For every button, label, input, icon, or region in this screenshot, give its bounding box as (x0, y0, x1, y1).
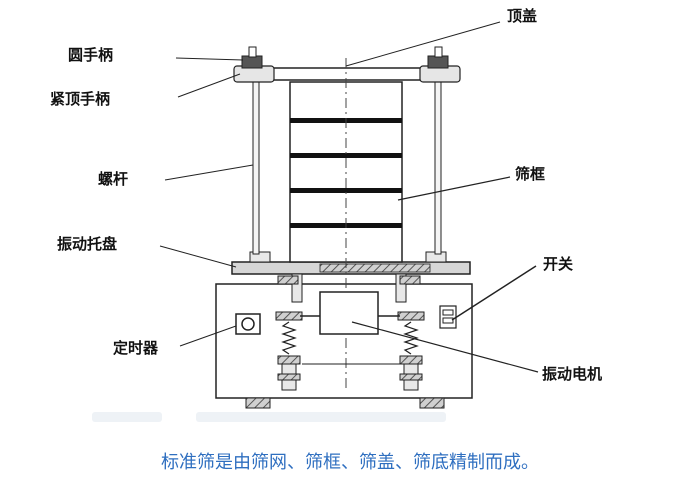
spring-right (403, 321, 419, 355)
spring-base-left (277, 355, 301, 365)
timer-dial-icon (241, 317, 255, 331)
spring-seat-left (275, 311, 303, 321)
vibration-motor (319, 291, 379, 335)
leader-round-handle (175, 57, 244, 61)
round-handle-knob-left (248, 46, 257, 58)
label-screw-rod: 螺杆 (98, 170, 128, 188)
leader-vibration-motor (351, 321, 539, 373)
leader-sieve-frame (397, 176, 511, 201)
screw-rod-left (252, 79, 260, 255)
mount-column-right (395, 273, 407, 303)
rod-base-left (249, 251, 271, 263)
leader-vibration-tray (159, 245, 237, 268)
round-handle-right (427, 55, 449, 69)
switch-button-bottom (442, 317, 454, 324)
label-switch: 开关 (543, 255, 573, 273)
foot-right (419, 397, 445, 409)
spring-base-right (399, 355, 423, 365)
label-vibration-motor: 振动电机 (542, 365, 602, 383)
foot-left (245, 397, 271, 409)
label-sieve-frame: 筛框 (515, 165, 545, 183)
spring-seat-right (397, 311, 425, 321)
switch-box (439, 305, 457, 329)
ghost-watermark-2 (196, 412, 446, 422)
round-handle-knob-right (434, 46, 443, 58)
lower-hatch-left (277, 373, 301, 381)
screw-rod-right (434, 79, 442, 255)
leader-screw-rod (164, 164, 254, 181)
leader-timer (179, 325, 237, 347)
sieve-frame-band-2 (290, 153, 402, 158)
mount-hatch-top-left (277, 275, 299, 285)
switch-button-top (442, 309, 454, 316)
label-top-cover: 顶盖 (507, 7, 537, 25)
label-round-handle: 圆手柄 (68, 46, 113, 64)
lower-hatch-right (399, 373, 423, 381)
round-handle-left (241, 55, 263, 69)
leader-switch (451, 265, 537, 321)
mount-hatch-top-right (399, 275, 421, 285)
spring-left (281, 321, 297, 355)
timer-box (235, 313, 261, 335)
leader-tighten-handle (177, 73, 241, 98)
sieve-frame-band-3 (290, 188, 402, 193)
mount-column-left (291, 273, 303, 303)
label-timer: 定时器 (113, 339, 159, 357)
leader-top-cover (345, 21, 501, 67)
label-vibration-tray: 振动托盘 (57, 235, 117, 253)
ghost-watermark-1 (92, 412, 162, 422)
top-cover (261, 67, 435, 81)
tray-hatch (319, 263, 431, 273)
label-tighten-handle: 紧顶手柄 (50, 90, 110, 108)
caption-text: 标准筛是由筛网、筛框、筛盖、筛底精制而成。 (161, 452, 539, 473)
